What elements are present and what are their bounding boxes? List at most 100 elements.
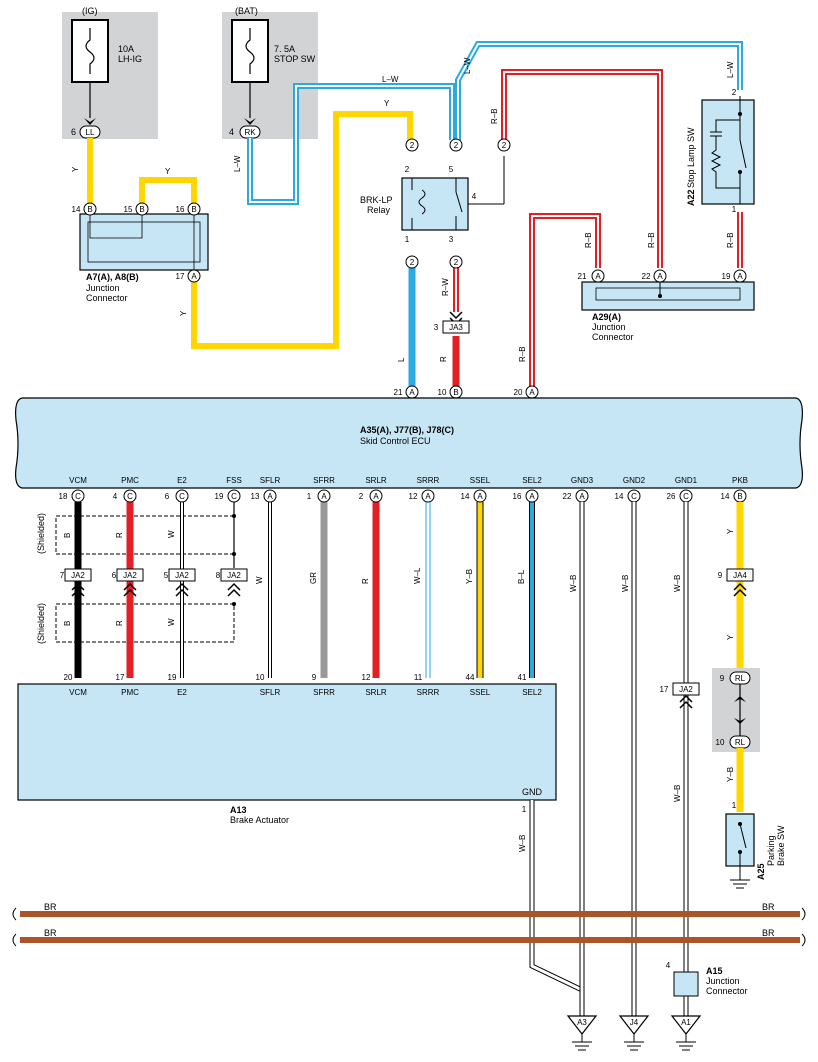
brk-lp-relay [401, 156, 505, 231]
bat-fuse-icon [231, 19, 269, 83]
junction-connector-a15 [673, 971, 699, 997]
svg-text:2: 2 [405, 165, 410, 174]
svg-text:A: A [737, 272, 743, 281]
a22-name: Stop Lamp SW [686, 127, 696, 188]
actuator-gnd-label: GND [522, 787, 543, 797]
junction-connector-a7 [79, 213, 209, 271]
shield-upper [55, 515, 235, 555]
ig-pin-number: 6 [71, 127, 76, 137]
shield-label-1: (Shielded) [36, 513, 46, 554]
actuator-pin-e2: 19 [168, 673, 177, 682]
svg-text:9: 9 [720, 674, 725, 683]
ecu-pin-ssel: 14 [461, 492, 470, 501]
ja2-connector [220, 568, 248, 582]
ecu-term-ssel: SSEL [470, 476, 491, 485]
wire-lw-stop-sw [455, 41, 743, 140]
actuator-pin-ssel: 44 [466, 673, 475, 682]
actuator-term-pmc: PMC [121, 688, 139, 697]
svg-text:JA2: JA2 [679, 685, 693, 694]
svg-text:R: R [361, 578, 370, 584]
svg-text:17: 17 [660, 685, 669, 694]
actuator-term-e2: E2 [177, 688, 187, 697]
br-label-3: BR [762, 902, 775, 912]
svg-text:L–W: L–W [726, 61, 735, 78]
svg-text:Y: Y [165, 167, 171, 176]
svg-text:15: 15 [124, 205, 133, 214]
svg-text:4: 4 [666, 961, 671, 970]
svg-text:7: 7 [60, 571, 65, 580]
svg-text:B: B [453, 388, 458, 397]
junction-connector-a29 [581, 281, 755, 311]
svg-text:1: 1 [405, 235, 410, 244]
a25-name-1: Parking [766, 835, 776, 866]
svg-text:R–B: R–B [726, 232, 735, 248]
svg-text:W–B: W–B [673, 575, 682, 592]
svg-text:3: 3 [449, 235, 454, 244]
ecu-pin-gnd2: 14 [615, 492, 624, 501]
ecu-term-gnd3: GND3 [571, 476, 594, 485]
svg-text:A: A [657, 272, 663, 281]
svg-text:2: 2 [410, 141, 415, 150]
shield-lower [55, 603, 235, 643]
ecu-pin-vcm: 18 [59, 492, 68, 501]
svg-text:3: 3 [434, 323, 439, 332]
svg-text:L–W: L–W [233, 155, 242, 172]
ground-j4 [618, 1015, 650, 1035]
a29-id: A29(A) [592, 312, 621, 322]
svg-text:A: A [529, 388, 535, 397]
svg-text:14: 14 [72, 205, 81, 214]
bat-pin-number: 4 [229, 127, 234, 137]
br-harness [12, 907, 806, 947]
svg-text:B: B [63, 621, 72, 626]
svg-text:Y: Y [726, 634, 735, 640]
actuator-term-vcm: VCM [69, 688, 87, 697]
svg-text:16: 16 [176, 205, 185, 214]
actuator-pin-srlr: 12 [362, 673, 371, 682]
actuator-term-srrr: SRRR [417, 688, 440, 697]
svg-text:2: 2 [410, 258, 415, 267]
svg-text:Y: Y [726, 528, 735, 534]
br-label-4: BR [762, 928, 775, 938]
a29-name-1: Junction [592, 322, 626, 332]
a25-name-2: Brake SW [776, 825, 786, 866]
ecu-term-srrr: SRRR [417, 476, 440, 485]
svg-text:8: 8 [216, 571, 221, 580]
svg-text:6: 6 [112, 571, 117, 580]
svg-text:J4: J4 [630, 1018, 639, 1027]
svg-text:C: C [75, 492, 81, 501]
ig-fuse-rating: 10A [118, 44, 134, 54]
svg-text:W: W [167, 618, 176, 626]
ja2-connector [168, 568, 196, 582]
actuator-name: Brake Actuator [230, 815, 289, 825]
a7-name-1: Junction [86, 283, 120, 293]
svg-text:B: B [63, 533, 72, 538]
actuator-pin-sfrr: 9 [312, 673, 317, 682]
svg-text:RL: RL [735, 738, 746, 747]
svg-text:C: C [231, 492, 237, 501]
ecu-pin-gnd1: 26 [667, 492, 676, 501]
stop-lamp-switch [701, 96, 755, 205]
svg-text:JA3: JA3 [449, 323, 463, 332]
svg-text:Y: Y [71, 166, 80, 172]
svg-text:A: A [373, 492, 379, 501]
relay-name-1: BRK-LP [360, 195, 393, 205]
ecu-id: A35(A), J77(B), J78(C) [360, 425, 454, 435]
ecu-top-pin-stp2: 20 [514, 388, 523, 397]
svg-text:21: 21 [578, 272, 587, 281]
svg-text:W: W [255, 576, 264, 584]
svg-text:A: A [321, 492, 327, 501]
svg-text:B: B [737, 492, 742, 501]
ecu-term-vcm: VCM [69, 476, 87, 485]
ecu-pin-pkb: 14 [721, 492, 730, 501]
svg-text:Y–B: Y–B [726, 767, 735, 782]
svg-text:JA2: JA2 [123, 571, 137, 580]
svg-text:22: 22 [642, 272, 651, 281]
svg-text:1: 1 [522, 805, 527, 814]
svg-text:A: A [191, 272, 197, 281]
svg-text:2: 2 [732, 88, 737, 97]
svg-text:A1: A1 [681, 1018, 691, 1027]
ground-a1 [670, 1015, 702, 1035]
actuator-term-ssel: SSEL [470, 688, 491, 697]
ja2-connector [116, 568, 144, 582]
